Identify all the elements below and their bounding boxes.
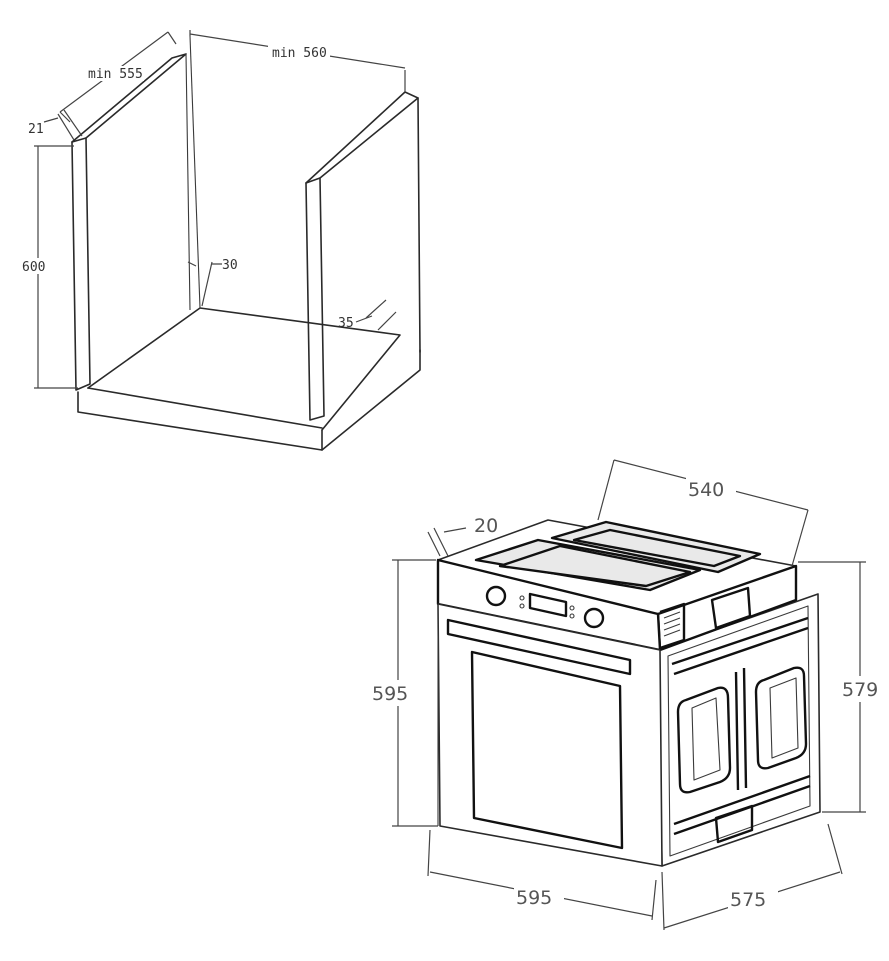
oven-side-emboss-right — [754, 666, 808, 770]
dim-label-bg — [86, 66, 144, 81]
oven-side-center-rail — [734, 667, 748, 791]
cabinet-right-panel-top — [305, 91, 419, 184]
button-icon — [569, 605, 575, 611]
cabinet-left-panel-front — [71, 137, 91, 391]
button-icon — [519, 603, 525, 609]
dim-line-35 — [355, 299, 397, 331]
oven-door-handle — [446, 618, 632, 676]
oven-side-bottom-block — [714, 804, 754, 844]
oven-top-channel-1-inner — [498, 544, 692, 588]
dim-label-595-width: 595 — [516, 887, 552, 909]
dim-line-21 — [43, 109, 83, 141]
cabinet-left-panel-top — [71, 53, 187, 143]
cabinet-floor — [87, 307, 401, 431]
dim-line-30 — [187, 261, 222, 307]
oven-body-side-inner — [667, 605, 811, 857]
dim-label-35: 35 — [338, 316, 354, 331]
display-screen — [528, 592, 568, 618]
cabinet-back-edge — [189, 35, 201, 309]
oven-side-rail-top — [671, 616, 809, 676]
dim-label-579: 579 — [842, 679, 878, 701]
cabinet-right-panel-front — [305, 177, 325, 421]
dim-label-20: 20 — [474, 515, 498, 537]
dim-label-min-560: min 560 — [272, 46, 327, 61]
dim-label-575: 575 — [730, 889, 766, 911]
oven-rear-vent-slots — [663, 611, 681, 637]
dim-label-bg — [840, 676, 886, 702]
dim-label-bg — [370, 680, 416, 706]
dim-label-bg — [728, 886, 778, 912]
oven-top-channel-2-inner — [572, 528, 742, 568]
oven-side-emboss-left-inner — [691, 697, 721, 781]
dim-label-min-555: min 555 — [88, 67, 143, 82]
oven-rear-connector — [710, 586, 752, 630]
dim-line-min-560 — [189, 30, 406, 92]
dim-label-bg — [686, 476, 736, 500]
oven-door-window — [470, 650, 624, 850]
dim-label-600: 600 — [22, 260, 45, 275]
dim-line-20 — [427, 527, 467, 557]
oven-drawing: 540 20 595 579 595 575 — [370, 459, 886, 931]
cabinet-base-side — [321, 349, 421, 451]
dim-label-21: 21 — [28, 122, 44, 137]
left-knob-icon — [485, 585, 507, 607]
dim-label-bg — [514, 884, 564, 910]
dim-label-540: 540 — [688, 479, 724, 501]
cabinet-base-front — [77, 391, 323, 451]
dim-label-30: 30 — [222, 258, 238, 273]
cabinet-left-panel-back — [185, 53, 191, 311]
button-icon — [569, 613, 575, 619]
cabinet-drawing: min 560 min 555 21 600 30 35 — [22, 30, 421, 451]
oven-side-emboss-right-inner — [769, 677, 799, 759]
dim-label-bg — [22, 258, 48, 274]
cabinet-floor-front-edge — [87, 387, 323, 429]
button-icon — [519, 595, 525, 601]
dim-label-595-height: 595 — [372, 683, 408, 705]
right-knob-icon — [583, 607, 605, 629]
dim-label-bg — [268, 44, 330, 60]
oven-rear-vent — [659, 602, 686, 650]
oven-side-emboss-left — [676, 686, 732, 794]
cabinet-right-panel-back — [417, 97, 421, 353]
